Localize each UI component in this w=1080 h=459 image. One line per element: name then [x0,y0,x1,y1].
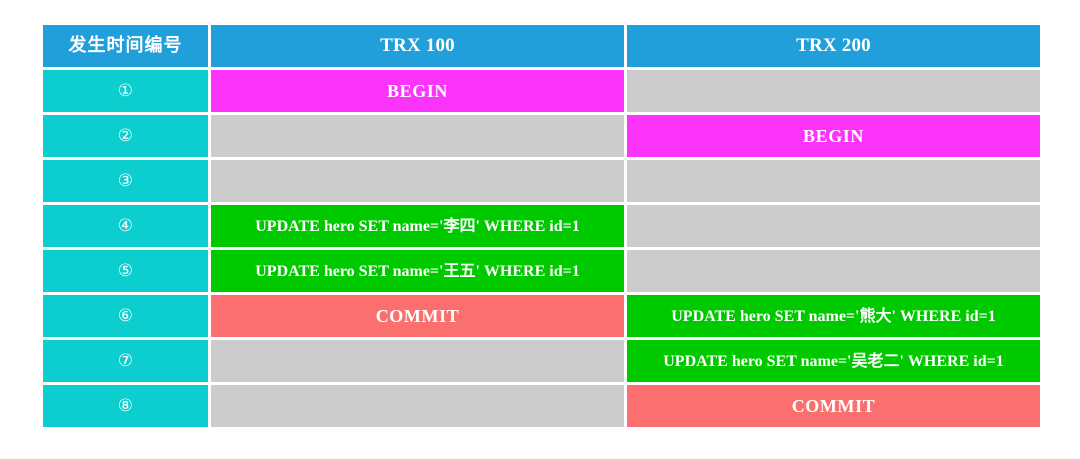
sequence-number: ③ [117,170,134,191]
sequence-number: ⑤ [117,260,134,281]
sql-statement: UPDATE hero SET name='熊大' WHERE id=1 [671,307,996,325]
trx100-cell: BEGIN [211,70,624,112]
trx200-cell [627,70,1040,112]
sequence-number: ⑧ [117,395,134,416]
table-row: ⑥ COMMIT UPDATE hero SET name='熊大' WHERE i… [43,295,1040,337]
table-row: ⑧ COMMIT [43,385,1040,427]
column-header-sequence-label: 发生时间编号 [68,35,183,57]
table-row: ④ UPDATE hero SET name='李四' WHERE id=1 [43,205,1040,247]
table-row: ⑤ UPDATE hero SET name='王五' WHERE id=1 [43,250,1040,292]
trx100-cell: UPDATE hero SET name='王五' WHERE id=1 [211,250,624,292]
sequence-cell: ⑤ [43,250,208,292]
trx200-cell: BEGIN [627,115,1040,157]
table-row: ② BEGIN [43,115,1040,157]
transaction-timeline-table: 发生时间编号 TRX 100 TRX 200 ① BEGIN ② BEGIN ③ ④ UPD… [40,22,1043,430]
trx200-cell [627,205,1040,247]
sql-statement: UPDATE hero SET name='吴老二' WHERE id=1 [663,352,1004,370]
transaction-keyword: COMMIT [375,305,460,326]
sequence-cell: ④ [43,205,208,247]
sequence-number: ⑥ [117,305,134,326]
table-row: ⑦ UPDATE hero SET name='吴老二' WHERE id=1 [43,340,1040,382]
trx200-cell: UPDATE hero SET name='吴老二' WHERE id=1 [627,340,1040,382]
trx100-cell [211,115,624,157]
sequence-cell: ③ [43,160,208,202]
trx200-cell: COMMIT [627,385,1040,427]
trx200-cell [627,250,1040,292]
sequence-cell: ② [43,115,208,157]
table-row: ① BEGIN [43,70,1040,112]
transaction-keyword: BEGIN [802,125,865,146]
column-header-trx100: TRX 100 [211,25,624,67]
trx200-cell: UPDATE hero SET name='熊大' WHERE id=1 [627,295,1040,337]
sql-statement: UPDATE hero SET name='李四' WHERE id=1 [255,217,580,235]
sequence-number: ⑦ [117,350,134,371]
sql-statement: UPDATE hero SET name='王五' WHERE id=1 [255,262,580,280]
transaction-keyword: BEGIN [386,80,449,101]
sequence-number: ① [117,80,134,101]
sequence-cell: ⑥ [43,295,208,337]
sequence-cell: ⑧ [43,385,208,427]
trx100-cell: COMMIT [211,295,624,337]
column-header-trx200: TRX 200 [627,25,1040,67]
trx100-cell [211,340,624,382]
trx100-cell [211,385,624,427]
table-body: ① BEGIN ② BEGIN ③ ④ UPDATE hero SET name='李四' … [43,70,1040,427]
trx200-cell [627,160,1040,202]
trx100-cell [211,160,624,202]
table-row: ③ [43,160,1040,202]
table-header: 发生时间编号 TRX 100 TRX 200 [43,25,1040,67]
column-header-trx200-label: TRX 200 [796,35,871,57]
column-header-sequence: 发生时间编号 [43,25,208,67]
sequence-number: ② [117,125,134,146]
column-header-trx100-label: TRX 100 [380,35,455,57]
sequence-number: ④ [117,215,134,236]
header-row: 发生时间编号 TRX 100 TRX 200 [43,25,1040,67]
trx100-cell: UPDATE hero SET name='李四' WHERE id=1 [211,205,624,247]
sequence-cell: ⑦ [43,340,208,382]
sequence-cell: ① [43,70,208,112]
transaction-keyword: COMMIT [791,395,876,416]
